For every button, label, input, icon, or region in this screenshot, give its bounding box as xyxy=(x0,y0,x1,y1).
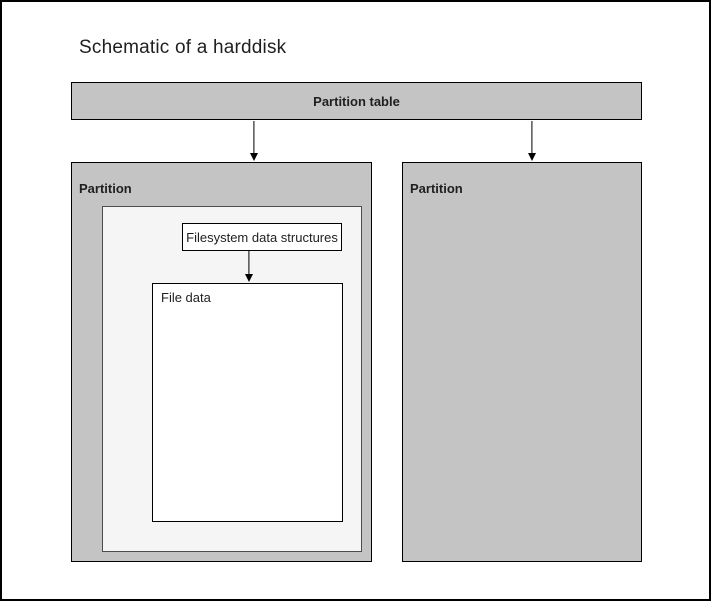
arrow-shaft xyxy=(248,251,250,276)
partition-left-label: Partition xyxy=(79,181,132,196)
arrow-head-down-icon xyxy=(250,153,258,161)
arrow-filesystem-to-filedata xyxy=(245,251,254,282)
partition-table-box: Partition table xyxy=(71,82,642,120)
arrow-table-to-left-partition xyxy=(250,121,259,161)
partition-box-left: Partition Filesystem data structures Fil… xyxy=(71,162,372,562)
arrow-shaft xyxy=(253,121,255,155)
diagram-title: Schematic of a harddisk xyxy=(79,37,287,58)
arrow-shaft xyxy=(531,121,533,155)
filesystem-data-structures-box: Filesystem data structures xyxy=(182,223,342,251)
filesystem-data-structures-label: Filesystem data structures xyxy=(186,229,338,245)
arrow-table-to-right-partition xyxy=(528,121,537,161)
arrow-head-down-icon xyxy=(528,153,536,161)
partition-right-label: Partition xyxy=(410,181,463,196)
partition-box-right: Partition xyxy=(402,162,642,562)
file-data-box: File data xyxy=(152,283,343,522)
arrow-head-down-icon xyxy=(245,274,253,282)
file-data-label: File data xyxy=(161,290,211,305)
filesystem-container-box: Filesystem data structures File data xyxy=(102,206,362,552)
partition-table-label: Partition table xyxy=(313,93,400,109)
